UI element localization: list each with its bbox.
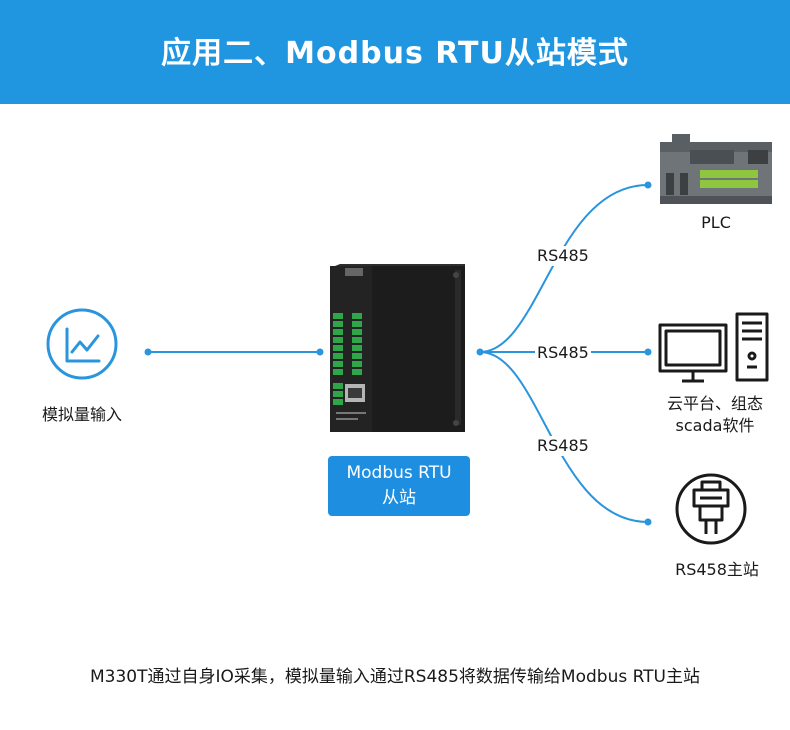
- link-label-plc: RS485: [535, 246, 591, 266]
- slave-label-line1: Modbus RTU: [346, 463, 452, 483]
- target-label-plc: PLC: [701, 213, 731, 232]
- header-bar: 应用二、Modbus RTU从站模式: [0, 0, 790, 104]
- target-label-master: RS458主站: [675, 560, 759, 579]
- page-title: 应用二、Modbus RTU从站模式: [161, 36, 629, 71]
- input-label: 模拟量输入: [41, 405, 122, 424]
- line-chart-icon: [46, 308, 118, 380]
- link-label-cloud: RS485: [535, 343, 591, 363]
- dot-input-end: [316, 348, 324, 356]
- serial-port-icon: [675, 473, 747, 545]
- computer-icon: [658, 312, 769, 383]
- dot-cloud: [644, 348, 652, 356]
- plc-device-icon: [660, 134, 772, 204]
- dot-slave-out: [476, 348, 484, 356]
- dot-plc: [644, 181, 652, 189]
- connection-dots: [144, 181, 652, 526]
- caption-text: M330T通过自身IO采集，模拟量输入通过RS485将数据传输给Modbus R…: [89, 667, 701, 687]
- io-module-device: [330, 264, 465, 432]
- link-line-plc: [479, 184, 649, 353]
- slave-label-line2: 从站: [382, 488, 416, 508]
- dot-master: [644, 518, 652, 526]
- target-label-cloud: 云平台、组态 scada软件: [640, 393, 790, 437]
- target-label-cloud-line1: 云平台、组态: [666, 394, 763, 413]
- link-label-master: RS485: [535, 436, 591, 456]
- target-label-cloud-line2: scada软件: [675, 416, 755, 435]
- dot-input-start: [144, 348, 152, 356]
- slave-label-box: Modbus RTU 从站: [328, 456, 470, 516]
